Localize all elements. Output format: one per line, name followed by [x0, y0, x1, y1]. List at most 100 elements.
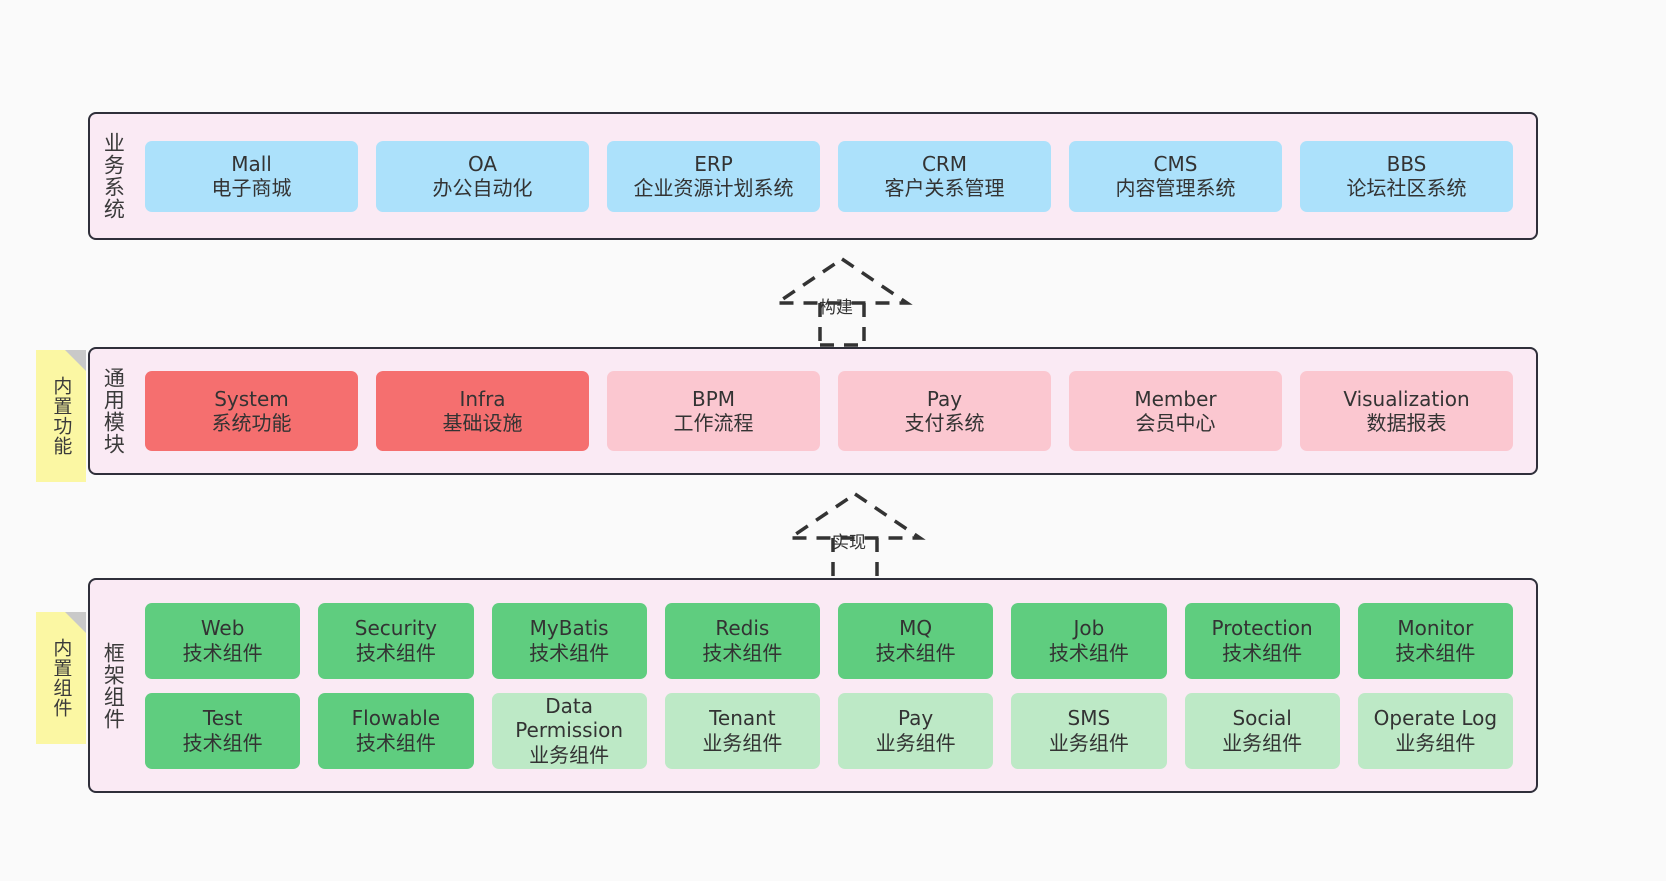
card-monitor[interactable]: Monitor 技术组件: [1357, 602, 1513, 679]
common-card-list: System 系统功能 Infra 基础设施 BPM 工作流程 Pay 支付系统…: [136, 349, 1522, 473]
card-title: Protection: [1211, 616, 1313, 641]
card-desc: 业务组件: [702, 730, 783, 755]
card-title: Pay: [926, 386, 963, 411]
card-title: Member: [1134, 386, 1217, 411]
card-title: Visualization: [1343, 386, 1470, 411]
connector-implement-label: 实现: [832, 533, 866, 553]
card-desc: 工作流程: [673, 411, 754, 435]
card-web[interactable]: Web 技术组件: [145, 602, 301, 679]
card-title: Job: [1073, 616, 1105, 641]
card-redis[interactable]: Redis 技术组件: [664, 602, 820, 679]
card-mq[interactable]: MQ 技术组件: [838, 602, 994, 679]
layer-title-common: 通用模块: [101, 367, 126, 455]
card-title: Web: [200, 616, 245, 641]
note-builtin-features: 内置功能: [36, 350, 86, 482]
card-title: SMS: [1067, 706, 1111, 731]
card-desc: 办公自动化: [432, 176, 533, 200]
card-desc: 论坛社区系统: [1346, 176, 1467, 200]
card-job[interactable]: Job 技术组件: [1011, 602, 1167, 679]
card-desc: 电子商城: [211, 176, 292, 200]
card-oa[interactable]: OA 办公自动化: [376, 140, 589, 212]
card-desc: 技术组件: [1395, 640, 1476, 665]
framework-card-list: Web 技术组件 Security 技术组件 MyBatis 技术组件 Redi…: [136, 580, 1522, 791]
card-desc: 技术组件: [1048, 640, 1129, 665]
card-system[interactable]: System 系统功能: [145, 371, 358, 451]
card-desc: 业务组件: [1048, 730, 1129, 755]
card-title: BPM: [691, 386, 736, 411]
layer-framework-components: 框架组件 Web 技术组件 Security 技术组件 MyBatis 技术组件…: [88, 578, 1538, 793]
note-fold-corner-icon: [65, 350, 86, 371]
card-desc: 业务组件: [529, 742, 610, 767]
card-operate-log[interactable]: Operate Log 业务组件: [1357, 692, 1513, 769]
card-title: System: [214, 386, 289, 411]
card-test[interactable]: Test 技术组件: [145, 692, 301, 769]
card-bbs[interactable]: BBS 论坛社区系统: [1300, 140, 1513, 212]
card-title: Tenant: [709, 706, 776, 731]
card-desc: 客户关系管理: [884, 176, 1005, 200]
layer-business-systems: 业务系统 Mall 电子商城 OA 办公自动化 ERP 企业资源计划系统 CRM…: [88, 112, 1538, 240]
card-pay[interactable]: Pay 支付系统: [838, 371, 1051, 451]
card-title: Monitor: [1397, 616, 1474, 641]
card-member[interactable]: Member 会员中心: [1069, 371, 1282, 451]
card-desc: 业务组件: [875, 730, 956, 755]
card-desc: 技术组件: [182, 640, 263, 665]
card-pay-business[interactable]: Pay 业务组件: [838, 692, 994, 769]
card-mall[interactable]: Mall 电子商城: [145, 140, 358, 212]
card-title: Data Permission: [515, 693, 624, 743]
card-title: Social: [1232, 706, 1292, 731]
card-title: Flowable: [351, 706, 441, 731]
card-mybatis[interactable]: MyBatis 技术组件: [491, 602, 647, 679]
card-crm[interactable]: CRM 客户关系管理: [838, 140, 1051, 212]
note-text: 内置组件: [50, 638, 73, 718]
card-desc: 系统功能: [211, 411, 292, 435]
card-desc: 技术组件: [1222, 640, 1303, 665]
card-protection[interactable]: Protection 技术组件: [1184, 602, 1340, 679]
card-title: ERP: [694, 151, 733, 176]
card-desc: 内容管理系统: [1115, 176, 1236, 200]
note-builtin-components: 内置组件: [36, 612, 86, 744]
card-tenant[interactable]: Tenant 业务组件: [664, 692, 820, 769]
framework-row-tech: Web 技术组件 Security 技术组件 MyBatis 技术组件 Redi…: [136, 602, 1522, 679]
card-title: CRM: [921, 151, 968, 176]
note-fold-corner-icon: [65, 612, 86, 633]
card-desc: 技术组件: [182, 730, 263, 755]
layer-title-framework: 框架组件: [101, 641, 126, 730]
card-erp[interactable]: ERP 企业资源计划系统: [607, 140, 820, 212]
card-title: BBS: [1386, 151, 1427, 176]
card-title: Redis: [715, 616, 770, 641]
card-security[interactable]: Security 技术组件: [318, 602, 474, 679]
card-title: Security: [354, 616, 437, 641]
card-desc: 数据报表: [1366, 411, 1447, 435]
card-title: MyBatis: [529, 616, 609, 641]
connector-build: 构建: [757, 255, 927, 347]
card-data-permission[interactable]: Data Permission 业务组件: [491, 692, 647, 769]
connector-implement: 实现: [770, 490, 940, 582]
realization-arrow-icon: [771, 256, 913, 347]
card-desc: 技术组件: [355, 730, 436, 755]
card-cms[interactable]: CMS 内容管理系统: [1069, 140, 1282, 212]
card-desc: 技术组件: [355, 640, 436, 665]
card-title: CMS: [1153, 151, 1198, 176]
card-desc: 会员中心: [1135, 411, 1216, 435]
card-title: Test: [202, 706, 243, 731]
layer-title-business: 业务系统: [101, 132, 126, 220]
card-title: Infra: [459, 386, 506, 411]
card-visualization[interactable]: Visualization 数据报表: [1300, 371, 1513, 451]
card-bpm[interactable]: BPM 工作流程: [607, 371, 820, 451]
business-card-list: Mall 电子商城 OA 办公自动化 ERP 企业资源计划系统 CRM 客户关系…: [136, 114, 1522, 238]
card-desc: 支付系统: [904, 411, 985, 435]
card-title: MQ: [899, 616, 933, 641]
card-desc: 业务组件: [1222, 730, 1303, 755]
card-desc: 企业资源计划系统: [633, 176, 794, 200]
note-text: 内置功能: [50, 376, 73, 456]
card-infra[interactable]: Infra 基础设施: [376, 371, 589, 451]
card-sms[interactable]: SMS 业务组件: [1011, 692, 1167, 769]
card-flowable[interactable]: Flowable 技术组件: [318, 692, 474, 769]
card-desc: 业务组件: [1395, 730, 1476, 755]
layer-common-modules: 通用模块 System 系统功能 Infra 基础设施 BPM 工作流程 Pay…: [88, 347, 1538, 475]
card-title: Operate Log: [1373, 706, 1498, 731]
card-social[interactable]: Social 业务组件: [1184, 692, 1340, 769]
card-desc: 基础设施: [442, 411, 523, 435]
card-title: OA: [467, 151, 498, 176]
connector-build-label: 构建: [819, 298, 853, 318]
